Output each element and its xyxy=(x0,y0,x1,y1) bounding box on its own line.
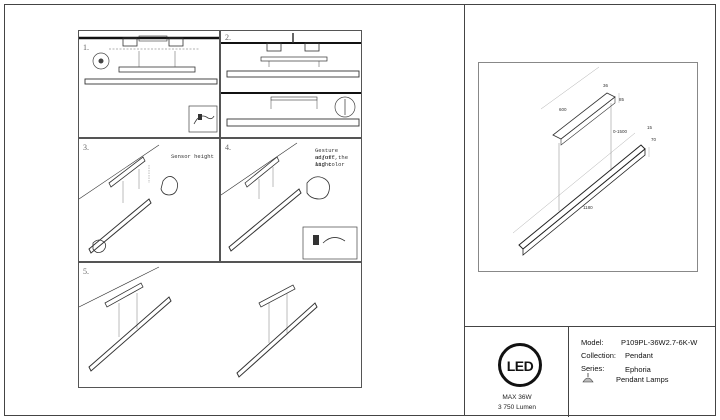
led-logo-text: LED xyxy=(506,358,534,374)
product-info-box: LED MAX 36W 3 750 Lumen Model: P109PL-36… xyxy=(465,326,716,417)
step-5-label: 5. xyxy=(83,267,89,276)
step-1-label: 1. xyxy=(83,43,89,52)
step-5-illustration xyxy=(79,266,318,378)
dimension-drawing: 36 600 85 0-1500 15 70 1180 xyxy=(478,62,698,272)
sensor-height-note: Sensor height xyxy=(171,153,214,160)
step-4-illustration xyxy=(221,142,358,260)
step-4-panel: 4. Gesture on/off, adjust the light and … xyxy=(220,138,362,262)
series-value: Ephoria xyxy=(625,365,651,374)
step-4-label: 4. xyxy=(225,143,231,152)
hand-sensor-icon xyxy=(188,105,218,133)
collection-value: Pendant xyxy=(625,351,653,360)
dim-70: 70 xyxy=(651,137,657,142)
dim-0-1500: 0-1500 xyxy=(613,129,628,134)
gesture-note-line-3: and color xyxy=(315,161,345,168)
pendant-lamp-drawing xyxy=(512,66,650,256)
step-2-panel: 2. xyxy=(220,30,362,138)
product-type: Pendant Lamps xyxy=(616,375,669,384)
dim-36: 36 xyxy=(603,83,609,88)
gesture-note-line-1: Gesture on/off, xyxy=(315,147,339,161)
pendant-lamp-icon xyxy=(582,373,594,383)
step-3-label: 3. xyxy=(83,143,89,152)
led-logo-cell: LED MAX 36W 3 750 Lumen xyxy=(465,327,569,417)
step-5-panel: 5. xyxy=(78,262,362,388)
step-2-illustration xyxy=(221,33,361,127)
document-sheet xyxy=(4,4,716,416)
step-2-label: 2. xyxy=(225,33,231,42)
step-3-panel: 3. Sensor height xyxy=(78,138,220,262)
collection-label: Collection: xyxy=(581,351,617,360)
dim-600: 600 xyxy=(559,107,567,112)
gesture-note-line-2: adjust the light xyxy=(315,154,349,168)
step-1-illustration xyxy=(79,35,219,85)
model-value: P109PL-36W2.7-6K-W xyxy=(621,338,698,347)
lumen-output: 3 750 Lumen xyxy=(498,404,536,411)
dim-85: 85 xyxy=(619,97,625,102)
max-power: MAX 36W xyxy=(502,394,532,401)
led-logo: LED xyxy=(498,343,542,387)
step-1-detail-panel xyxy=(78,100,220,138)
dim-15: 15 xyxy=(647,125,653,130)
series-label: Series: xyxy=(581,364,605,373)
model-label: Model: xyxy=(581,338,604,347)
sheet-divider xyxy=(464,4,465,416)
step-3-illustration xyxy=(79,144,179,254)
dim-1180: 1180 xyxy=(583,205,593,210)
